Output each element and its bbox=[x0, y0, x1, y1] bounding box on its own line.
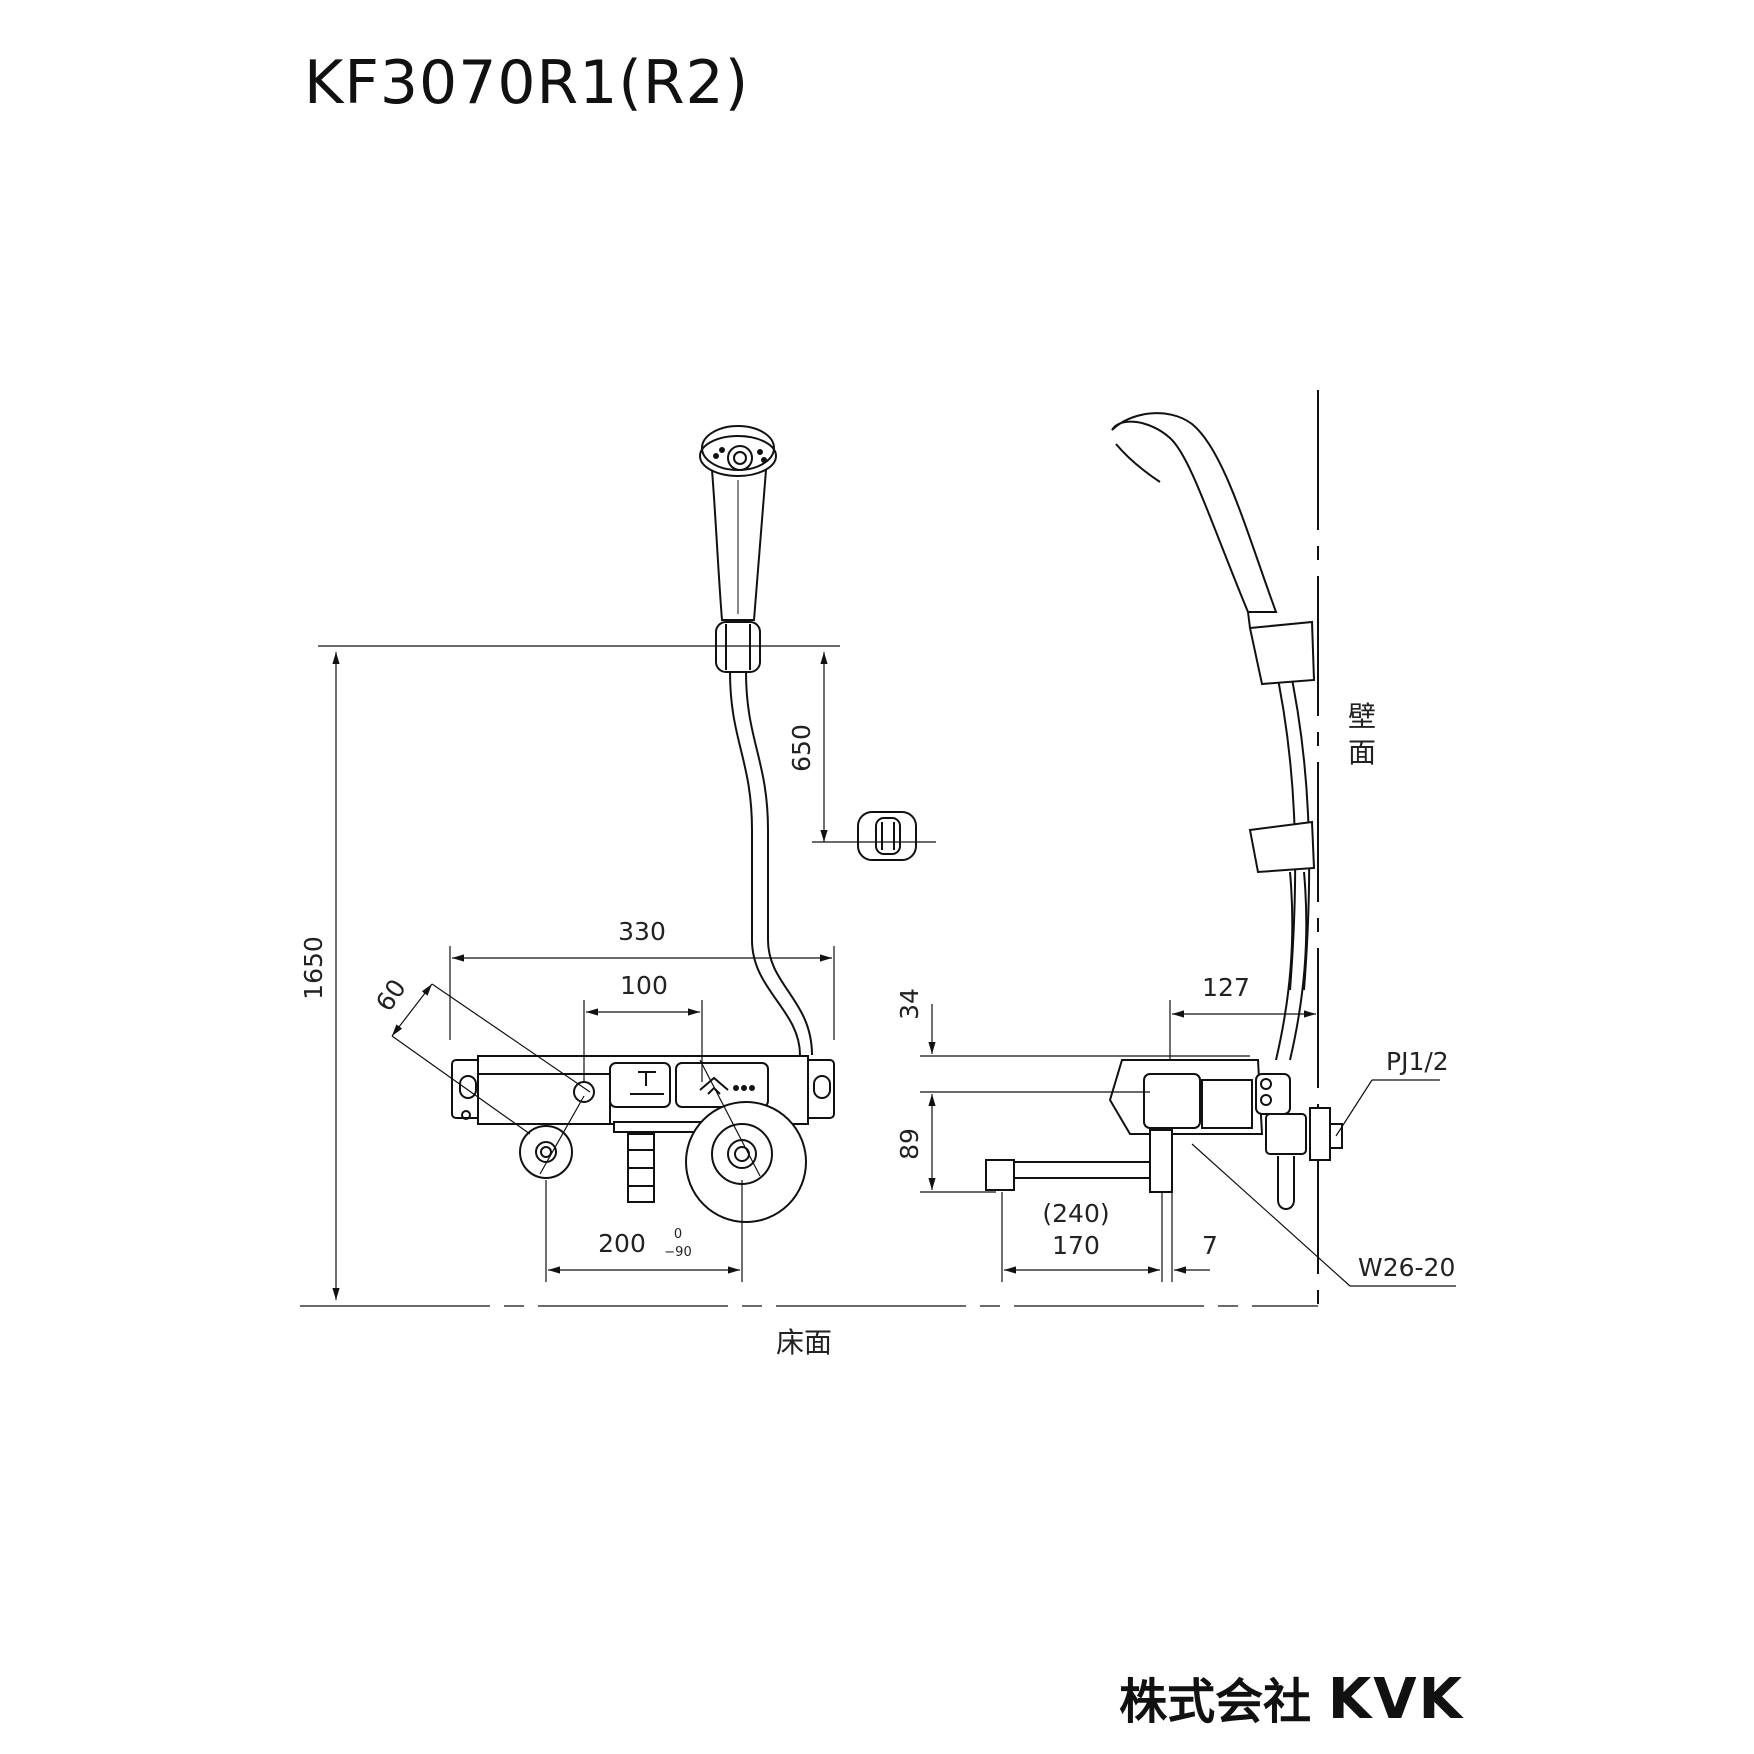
front-hose-inner bbox=[745, 671, 813, 1056]
side-upper-bracket bbox=[1247, 611, 1316, 686]
dim-1650: 1650 bbox=[299, 936, 328, 1000]
wall-label-2: 面 bbox=[1348, 736, 1376, 769]
dim-330: 330 bbox=[618, 917, 666, 946]
callout-w26: W26-20 bbox=[1358, 1253, 1455, 1282]
floor-label: 床面 bbox=[776, 1326, 832, 1359]
dim-650: 650 bbox=[787, 724, 816, 772]
dim-60: 60 bbox=[370, 974, 412, 1017]
side-view bbox=[985, 390, 1343, 1308]
kvk-logo: KVK bbox=[1327, 1667, 1464, 1732]
callout-pj: PJ1/2 bbox=[1386, 1047, 1449, 1076]
front-view bbox=[451, 425, 917, 1223]
company-logo: 株式会社 KVK bbox=[1119, 1662, 1464, 1732]
company-name: 株式会社 bbox=[1119, 1674, 1312, 1730]
side-hose bbox=[1275, 871, 1294, 1061]
front-shower-head bbox=[699, 425, 777, 621]
dimension-lines bbox=[300, 645, 1456, 1307]
dim-200: 200 bbox=[598, 1229, 646, 1258]
dim-240: (240) bbox=[1042, 1199, 1109, 1228]
dim-89: 89 bbox=[895, 1128, 924, 1160]
drawing-title: KF3070R1(R2) bbox=[304, 48, 750, 118]
dim-200-tol-lower: −90 bbox=[664, 1245, 691, 1260]
front-hose bbox=[729, 671, 801, 1056]
faucet-body-side bbox=[985, 1059, 1343, 1210]
dim-170: 170 bbox=[1052, 1231, 1100, 1260]
front-shower-holder bbox=[715, 621, 761, 673]
slide-bar bbox=[1273, 659, 1297, 991]
spare-holder bbox=[857, 811, 917, 861]
side-hose-inner bbox=[1289, 871, 1308, 1061]
dim-127: 127 bbox=[1202, 973, 1250, 1002]
dim-100: 100 bbox=[620, 971, 668, 1000]
side-lower-bracket bbox=[1248, 820, 1316, 874]
dim-200-tol-upper: 0 bbox=[674, 1227, 682, 1242]
side-shower-head bbox=[1111, 412, 1278, 613]
wall-label-1: 壁 bbox=[1348, 700, 1376, 733]
slide-bar-inner bbox=[1287, 659, 1311, 991]
front-elbows bbox=[519, 1101, 807, 1223]
dim-7: 7 bbox=[1202, 1231, 1218, 1260]
dim-34: 34 bbox=[895, 988, 924, 1020]
